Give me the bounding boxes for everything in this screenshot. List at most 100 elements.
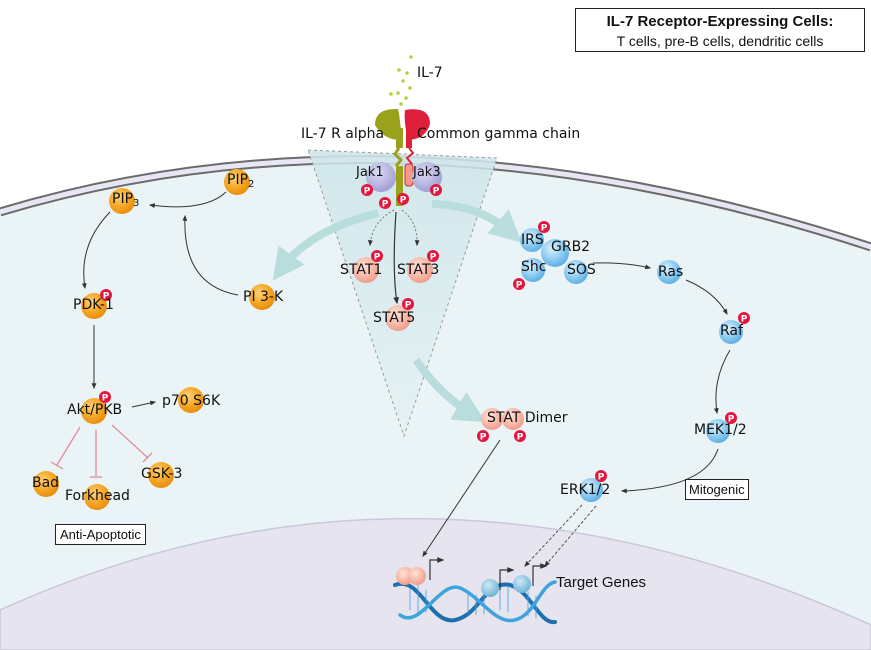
- svg-text:P: P: [433, 187, 440, 197]
- stat-dimer-label: STAT Dimer: [487, 410, 568, 426]
- gsk3-label: GSK-3: [141, 466, 183, 482]
- receptor-expressing-cells-box: IL-7 Receptor-Expressing Cells: T cells,…: [575, 8, 865, 52]
- inhibition-lines: [50, 424, 153, 478]
- dna-erk-factor-a: [481, 579, 499, 597]
- shc-label: Shc: [521, 259, 547, 275]
- irs-label: IRS: [521, 232, 544, 248]
- stat1-node: [353, 257, 379, 283]
- phospho-badge-stat1: P: [371, 250, 383, 263]
- svg-text:P: P: [374, 253, 381, 263]
- pdk1-node: [81, 293, 107, 319]
- stat-dimer-node-b: [502, 408, 524, 430]
- forkhead-label: Forkhead: [65, 488, 130, 504]
- mek-node: [706, 419, 730, 443]
- phospho-badge-jak1: P: [361, 184, 373, 197]
- pip3-text: PIP: [112, 191, 134, 207]
- svg-text:P: P: [103, 292, 110, 302]
- il7r-alpha-chain: [375, 108, 404, 206]
- ras-node: [657, 260, 681, 284]
- jak1-node: [366, 162, 396, 192]
- svg-text:P: P: [517, 433, 524, 443]
- svg-text:P: P: [728, 415, 735, 425]
- il7-ligand-dots: [389, 55, 413, 106]
- nucleus: [0, 517, 871, 650]
- common-gamma-label: Common gamma chain: [417, 126, 581, 142]
- target-genes-label: Target Genes: [556, 574, 647, 591]
- svg-text:P: P: [400, 196, 407, 206]
- erk-label: ERK1/2: [560, 482, 611, 498]
- gsk3-node: [148, 462, 174, 488]
- anti-apoptotic-box: Anti-Apoptotic: [55, 524, 146, 545]
- raf-node: [719, 320, 743, 344]
- svg-text:P: P: [364, 187, 371, 197]
- raf-label: Raf: [720, 323, 743, 339]
- pip3-node: [109, 188, 135, 214]
- pi3k-label: PI 3-K: [243, 289, 284, 305]
- phospho-badge-irs: P: [538, 221, 550, 234]
- svg-text:P: P: [382, 200, 389, 210]
- jak3-label: Jak3: [413, 165, 441, 180]
- svg-text:P: P: [480, 433, 487, 443]
- pip2-label: PIP2: [227, 173, 254, 190]
- phospho-badge-stat3: P: [427, 250, 439, 263]
- p70-node: [178, 387, 204, 413]
- svg-text:P: P: [541, 224, 548, 234]
- il7r-alpha-label: IL-7 R alpha: [301, 126, 385, 142]
- forkhead-node: [84, 484, 110, 510]
- mitogenic-box: Mitogenic: [685, 479, 749, 500]
- pip2-node: [224, 169, 250, 195]
- akt-node: [81, 398, 107, 424]
- dna-erk-factor-b: [513, 575, 531, 593]
- ras-label: Ras: [658, 264, 684, 280]
- bad-label: Bad: [32, 475, 60, 491]
- stat5-node: [385, 305, 411, 331]
- irs-node: [520, 228, 544, 252]
- dna-stat-dimer-b: [408, 567, 426, 585]
- il7-label: IL-7: [417, 65, 443, 81]
- pip2-subscript: 2: [248, 179, 255, 190]
- phospho-badge-jak3: P: [430, 184, 442, 197]
- common-gamma-chain: [404, 109, 430, 187]
- stat1-label: STAT1: [340, 262, 383, 278]
- grb2-node: [541, 239, 569, 267]
- shc-node: [521, 258, 545, 282]
- svg-text:P: P: [430, 253, 437, 263]
- stat-dimer-node-a: [481, 408, 503, 430]
- phospho-badge-receptor-b: P: [397, 193, 409, 206]
- svg-text:P: P: [598, 473, 605, 483]
- mek-label: MEK1/2: [694, 422, 747, 438]
- info-box-subtitle: T cells, pre-B cells, dendritic cells: [616, 33, 824, 49]
- phospho-badge-pdk1: P: [100, 289, 112, 302]
- pi3k-node: [249, 284, 275, 310]
- phospho-badge-akt: P: [99, 391, 111, 404]
- svg-text:P: P: [516, 281, 523, 291]
- bad-node: [33, 471, 59, 497]
- cytoplasm: [0, 162, 871, 650]
- p70-s6k-label: p70 S6K: [162, 393, 221, 409]
- sos-node: [564, 260, 588, 284]
- dna-helix: [393, 580, 557, 625]
- erk-node: [579, 478, 603, 502]
- phospho-badge-dimer-a: P: [477, 430, 489, 443]
- phospho-badge-dimer-b: P: [514, 430, 526, 443]
- stat3-label: STAT3: [397, 262, 440, 278]
- phospho-badge-raf: P: [738, 312, 750, 325]
- transcription-start-arrows: [429, 557, 548, 590]
- phospho-badge-receptor-a: P: [379, 197, 391, 210]
- pip3-subscript: 3: [133, 198, 140, 209]
- pdk1-label: PDK-1: [73, 297, 114, 313]
- stat3-node: [407, 257, 433, 283]
- pip2-text: PIP: [227, 172, 249, 188]
- svg-text:P: P: [405, 301, 412, 311]
- pip3-label: PIP3: [112, 192, 139, 209]
- stat5-label: STAT5: [373, 310, 416, 326]
- phospho-badge-mek: P: [725, 412, 737, 425]
- info-box-title: IL-7 Receptor-Expressing Cells:: [606, 13, 834, 30]
- grb2-label: GRB2: [551, 239, 591, 255]
- jak1-label: Jak1: [356, 165, 384, 180]
- akt-label: Akt/PKB: [67, 402, 123, 418]
- svg-text:P: P: [741, 315, 748, 325]
- svg-text:P: P: [102, 394, 109, 404]
- phospho-badge-erk: P: [595, 470, 607, 483]
